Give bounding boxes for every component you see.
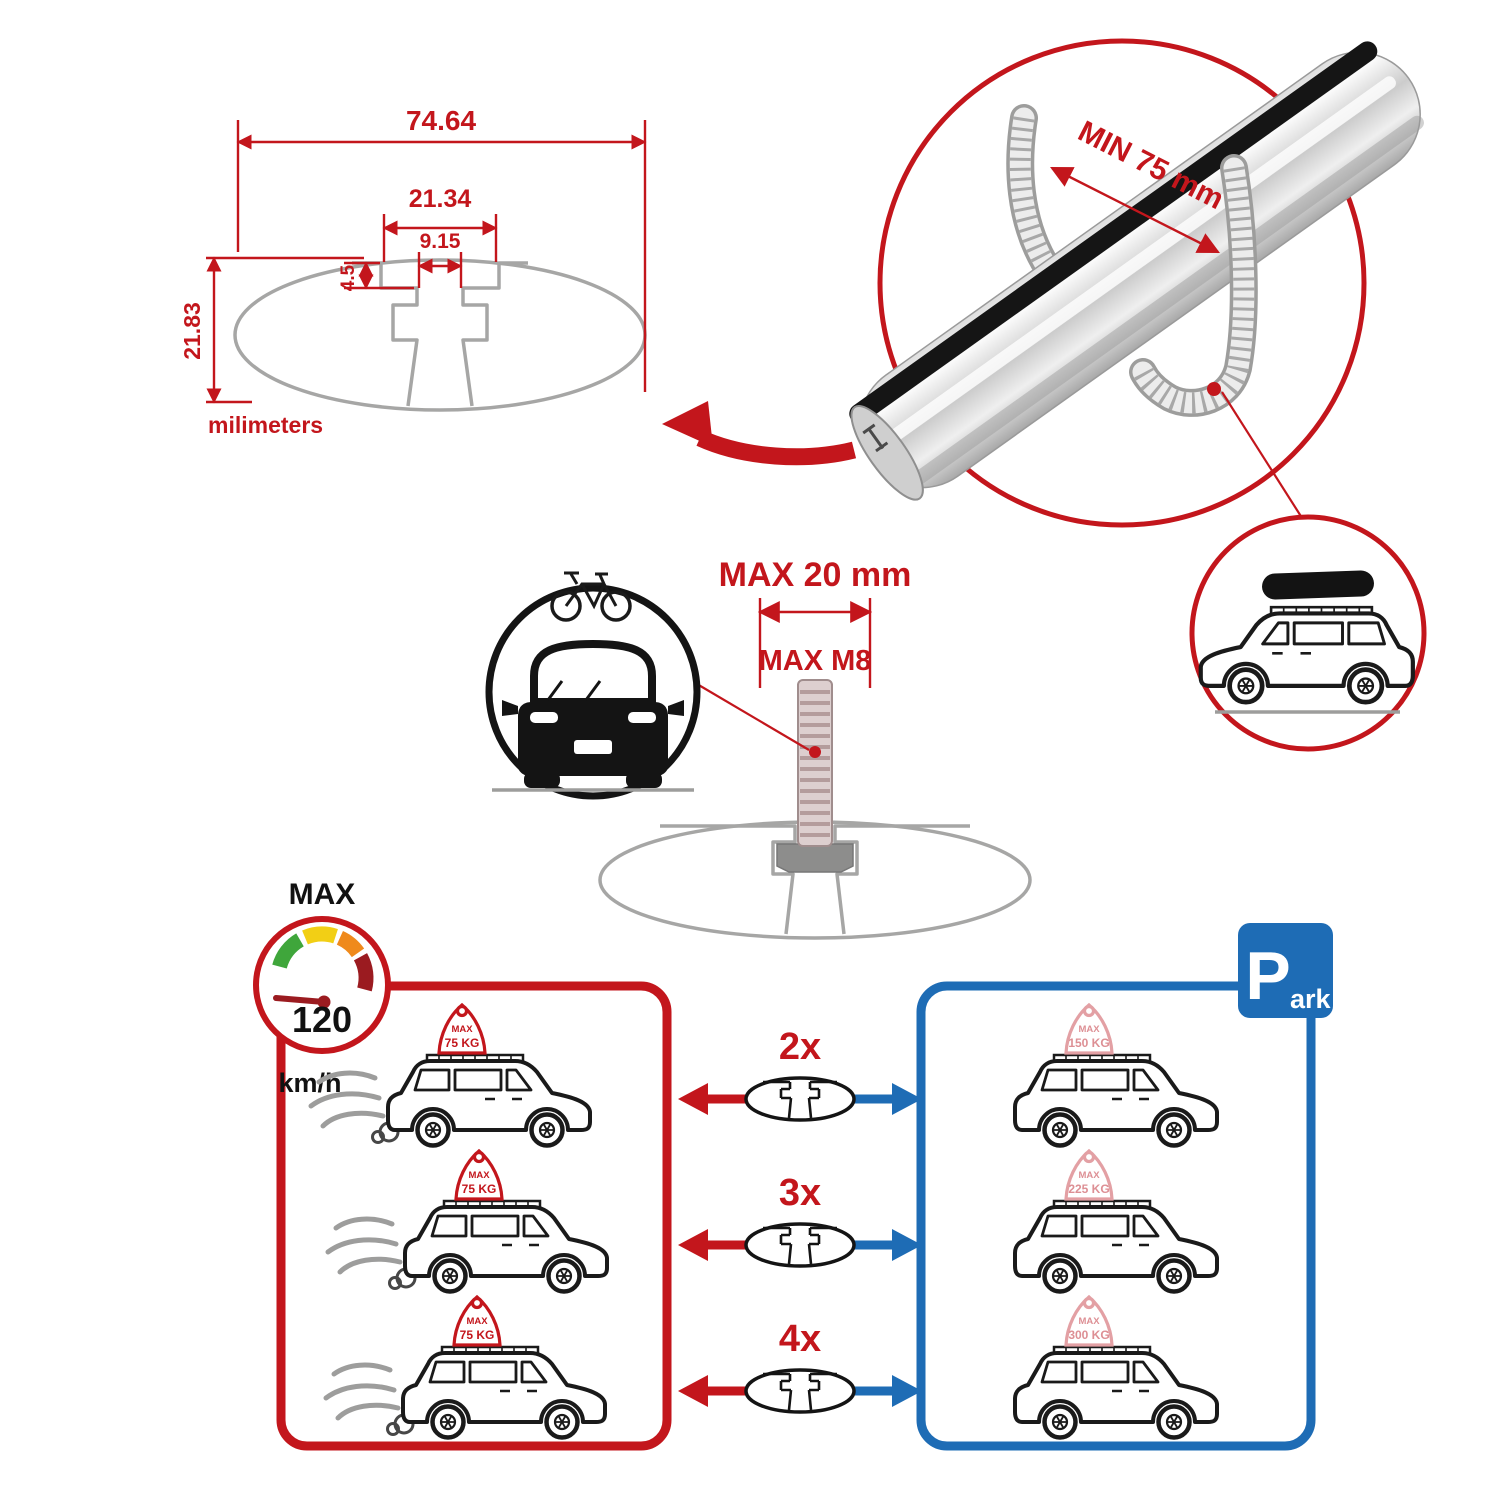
- arrow-head-right: [892, 1083, 922, 1115]
- badge-max-label: MAX: [451, 1024, 473, 1035]
- gauge-segment-green: [272, 933, 305, 969]
- quantity-label: 2x: [779, 1026, 821, 1068]
- driving-car-row-2: MAX 75 KG: [328, 1149, 607, 1292]
- badge-weight-label: 75 KG: [445, 1036, 480, 1050]
- park-sign-p: P: [1245, 938, 1290, 1014]
- speedometer: MAX 120 km/h: [253, 878, 391, 1098]
- gauge-segment-red: [353, 953, 374, 992]
- arrow-head-left: [678, 1083, 708, 1115]
- arrow-head-right: [892, 1229, 922, 1261]
- t-slot-profile-left: [352, 261, 419, 407]
- gauge-segment-yellow: [302, 926, 338, 945]
- quantity-row-2: 3x: [678, 1172, 922, 1268]
- needle-pivot: [317, 995, 331, 1009]
- badge-weight-label: 225 KG: [1068, 1182, 1109, 1196]
- parked-car-row-2: MAX 225 KG: [1015, 1149, 1217, 1292]
- clamp-arm-front: [1129, 154, 1258, 417]
- park-sign: P ark: [1238, 923, 1333, 1018]
- roof-box: [1262, 570, 1374, 600]
- arrow-head-right: [892, 1375, 922, 1407]
- badge-weight-label: 75 KG: [462, 1182, 497, 1196]
- suv-car: [1201, 570, 1413, 702]
- arrow-head-left: [678, 1229, 708, 1261]
- quantity-row-3: 4x: [678, 1318, 922, 1414]
- crossbar-cross-section-ellipse: [233, 258, 647, 412]
- driving-panel: MAX 75 KG MAX 75 KG MAX 75 KG: [311, 1003, 607, 1438]
- callout-dot: [809, 746, 821, 758]
- bolt-callout-line: [696, 683, 810, 751]
- gauge-segment-orange: [336, 930, 365, 958]
- bicycle-icon: [550, 571, 632, 622]
- load-badge: MAX 225 KG: [1064, 1149, 1114, 1201]
- arrow-shaft: [696, 430, 857, 466]
- min-span-arrow: [1050, 166, 1220, 254]
- car-front-icon: [492, 639, 694, 792]
- suv-circle: [1189, 514, 1427, 752]
- quantity-row-1: 2x: [678, 1026, 922, 1122]
- speed-unit: km/h: [278, 1068, 341, 1098]
- quantity-label: 3x: [779, 1172, 821, 1214]
- dim-lip-depth-label: 4.5: [338, 264, 359, 291]
- max-width-label: MAX 20 mm: [719, 556, 912, 594]
- badge-weight-label: 150 KG: [1068, 1036, 1109, 1050]
- badge-max-label: MAX: [466, 1316, 488, 1327]
- quantity-label: 4x: [779, 1318, 821, 1360]
- load-badge: MAX 150 KG: [1064, 1003, 1114, 1055]
- t-bolt-head: [776, 843, 854, 873]
- speed-value: 120: [292, 999, 352, 1040]
- park-sign-ark: ark: [1290, 984, 1332, 1014]
- parking-panel: MAX 150 KG MAX 225 KG MAX 300 KG: [1015, 1003, 1217, 1438]
- crossbar-profile-icon: [744, 1076, 856, 1122]
- crossbar-detail-circle: MIN 75 mm: [849, 38, 1424, 528]
- bike-car-circle: [485, 571, 701, 800]
- bolt-detail: MAX 20 mm MAX M8: [598, 556, 1032, 940]
- driving-car-row-1: MAX 75 KG: [311, 1003, 590, 1146]
- unit-label: milimeters: [208, 412, 323, 438]
- bolt-shaft: [797, 679, 833, 847]
- channel-profile-right: [833, 824, 970, 935]
- parked-car-row-3: MAX 300 KG: [1015, 1295, 1217, 1438]
- load-badge: MAX 75 KG: [437, 1003, 487, 1055]
- load-badge: MAX 300 KG: [1064, 1295, 1114, 1347]
- crossbar-profile-icon: [744, 1222, 856, 1268]
- badge-max-label: MAX: [1078, 1170, 1100, 1181]
- dim-opening-width-label: 21.34: [409, 185, 472, 213]
- dim-total-height-label: 21.83: [179, 302, 205, 360]
- parked-car-row-1: MAX 150 KG: [1015, 1003, 1217, 1146]
- max-thread-label: MAX M8: [759, 645, 872, 677]
- dim-total-width-label: 74.64: [406, 105, 476, 136]
- badge-max-label: MAX: [1078, 1316, 1100, 1327]
- gauge-needle: [273, 995, 327, 1005]
- technical-drawing: 74.64 21.34 9.15 4.5 21.83 milimeters: [179, 105, 647, 438]
- badge-weight-label: 75 KG: [460, 1328, 495, 1342]
- dim-throat-width-label: 9.15: [420, 230, 461, 253]
- badge-max-label: MAX: [468, 1170, 490, 1181]
- load-badge: MAX 75 KG: [452, 1295, 502, 1347]
- arrow-head: [662, 401, 713, 447]
- load-badge: MAX 75 KG: [454, 1149, 504, 1201]
- speed-max-label: MAX: [289, 878, 356, 911]
- badge-weight-label: 300 KG: [1068, 1328, 1109, 1342]
- callout-dot: [1207, 382, 1221, 396]
- badge-max-label: MAX: [1078, 1024, 1100, 1035]
- t-slot-profile-right: [461, 261, 528, 407]
- extension-line: [417, 252, 463, 288]
- driving-car-row-3: MAX 75 KG: [326, 1295, 605, 1438]
- channel-profile-left: [660, 824, 797, 935]
- detail-pointer-arrow: [662, 401, 857, 466]
- clamp-arm-rear: [1006, 104, 1058, 276]
- crossbar-profile-icon: [744, 1368, 856, 1414]
- park-sign-board: [1238, 923, 1333, 1018]
- arrow-head-left: [678, 1375, 708, 1407]
